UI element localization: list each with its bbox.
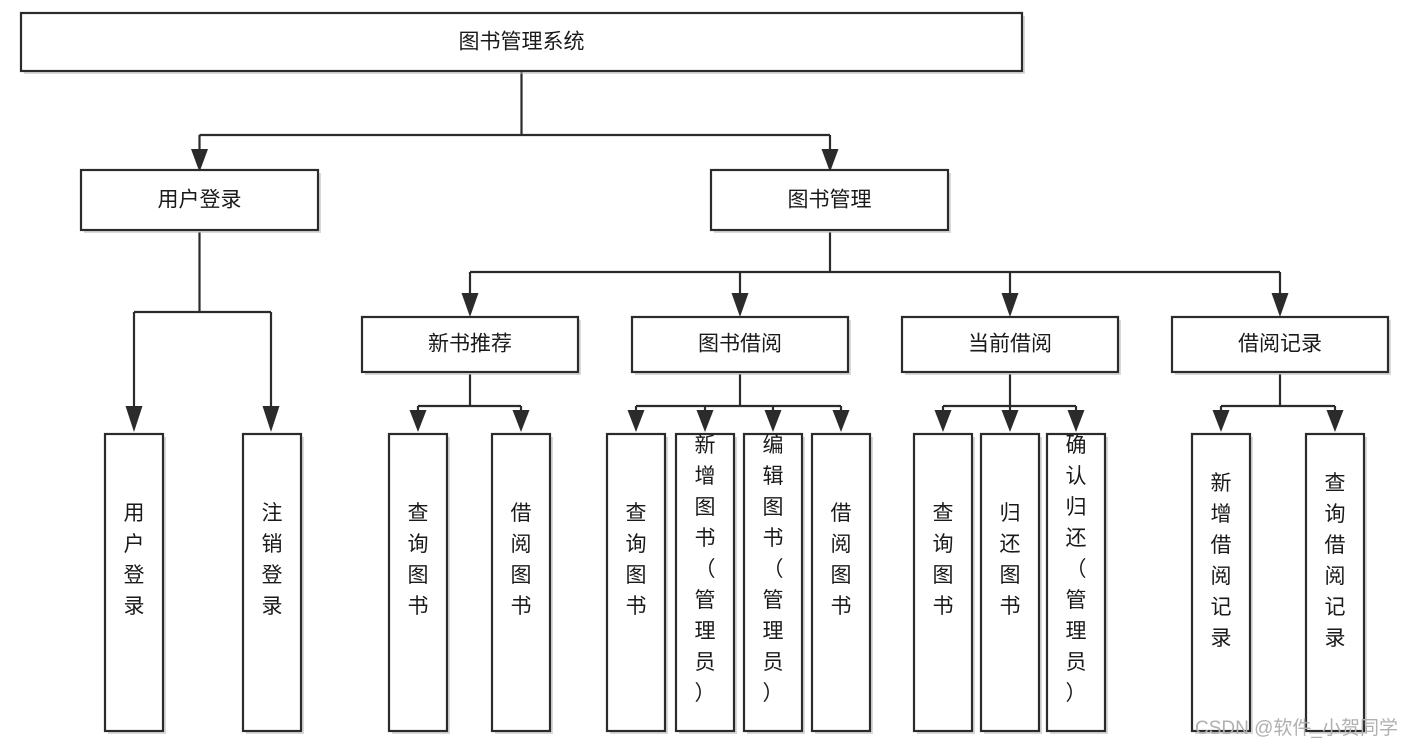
node-new-book-recommend[interactable]: 新书推荐 [360,315,581,375]
node-book-borrow[interactable]: 图书借阅 [630,315,851,375]
csdn-watermark: CSDN @软件_小贺同学 [1195,717,1398,739]
leaf-query-record[interactable]: 查询借阅记录 [1304,432,1367,734]
connector-group-current-borrow-to-leaves [934,374,1085,432]
arrowhead-current-borrow [1001,293,1019,317]
node-current-borrow-label: 当前借阅 [968,333,1052,356]
leaf-borrow-book-2[interactable]: 借阅图书 [810,432,873,734]
leaf-add-record[interactable]: 新增借阅记录 [1190,432,1253,734]
arrowhead-leaf-edit-book [764,410,782,432]
leaf-query-book-2-box[interactable] [605,432,667,733]
node-book-borrow-label: 图书借阅 [698,333,782,356]
node-book-management-label: 图书管理 [788,189,872,212]
arrowhead-leaf-logout-login [262,406,280,432]
connector-group-borrow-record-to-leaves [1212,374,1344,432]
arrowhead-user-login [191,149,208,172]
leaf-logout-login-box[interactable] [241,432,303,733]
leaf-query-record-box[interactable] [1304,432,1366,733]
leaf-user-login-label: 用户登录 [124,502,145,618]
leaf-query-record-label: 查询借阅记录 [1325,472,1346,650]
node-new-book-recommend-box[interactable] [360,315,580,374]
node-user-login[interactable]: 用户登录 [79,168,321,233]
arrowhead-leaf-confirm-return [1067,410,1085,432]
node-user-login-box[interactable] [79,168,320,232]
leaf-add-record-box[interactable] [1190,432,1252,733]
leaf-user-login[interactable]: 用户登录 [103,432,166,734]
arrowhead-leaf-add-record [1212,410,1230,432]
leaf-query-book-1-box[interactable] [387,432,449,733]
leaf-query-book-1[interactable]: 查询图书 [387,432,450,734]
leaf-query-book-2-label: 查询图书 [626,502,647,618]
leaf-add-book-label: 新增图书（管理员） [695,434,716,705]
leaf-add-book[interactable]: 新增图书（管理员） [674,432,737,734]
leaf-return-book-box[interactable] [979,432,1041,733]
connector-group-root-to-level2 [191,70,839,172]
arrowhead-borrow-record [1271,293,1289,317]
leaf-logout-login-label: 注销登录 [262,502,283,618]
arrowhead-leaf-query-book-2 [627,410,645,432]
leaf-add-book-box[interactable] [674,432,736,733]
leaf-confirm-return[interactable]: 确认归还（管理员） [1045,432,1108,734]
arrowhead-book-borrow [731,293,749,317]
arrowhead-leaf-add-book [696,410,714,432]
arrowhead-leaf-query-book-3 [934,410,952,432]
node-book-management[interactable]: 图书管理 [709,168,951,233]
leaf-query-book-3[interactable]: 查询图书 [912,432,975,734]
node-root-box[interactable] [19,11,1024,73]
node-borrow-record-label: 借阅记录 [1238,333,1322,356]
leaf-user-login-box[interactable] [103,432,165,733]
node-root-label: 图书管理系统 [459,31,585,54]
leaf-edit-book-label: 编辑图书（管理员） [763,434,784,705]
leaf-query-book-2[interactable]: 查询图书 [605,432,668,734]
leaf-query-book-1-label: 查询图书 [408,502,429,618]
leaf-query-book-3-box[interactable] [912,432,974,733]
connector-group-book-management-to-level3 [461,232,1289,317]
node-root[interactable]: 图书管理系统 [19,11,1025,74]
arrowhead-leaf-query-book-1 [409,410,427,432]
leaf-edit-book-box[interactable] [742,432,804,733]
node-current-borrow-box[interactable] [900,315,1120,374]
arrowhead-new-book-recommend [461,293,479,317]
node-book-management-box[interactable] [709,168,950,232]
arrowhead-leaf-return-book [1001,410,1019,432]
arrowhead-leaf-borrow-book-2 [832,410,850,432]
node-new-book-recommend-label: 新书推荐 [428,333,512,356]
leaf-borrow-book-1-label: 借阅图书 [511,502,532,618]
node-borrow-record[interactable]: 借阅记录 [1170,315,1391,375]
leaf-borrow-book-2-box[interactable] [810,432,872,733]
node-current-borrow[interactable]: 当前借阅 [900,315,1121,375]
leaf-borrow-book-1-box[interactable] [490,432,552,733]
arrowhead-leaf-user-login [125,406,143,432]
node-borrow-record-box[interactable] [1170,315,1390,374]
leaf-borrow-book-2-label: 借阅图书 [831,502,852,618]
leaf-confirm-return-label: 确认归还（管理员） [1066,434,1087,705]
leaf-edit-book[interactable]: 编辑图书（管理员） [742,432,805,734]
leaf-confirm-return-box[interactable] [1045,432,1107,733]
leaf-logout-login[interactable]: 注销登录 [241,432,304,734]
connector-group-new-book-to-leaves [409,374,530,432]
leaf-borrow-book-1[interactable]: 借阅图书 [490,432,553,734]
arrowhead-leaf-borrow-book-1 [512,410,530,432]
connector-group-book-borrow-to-leaves [627,374,850,432]
arrowhead-book-management [821,149,839,172]
leaf-add-record-label: 新增借阅记录 [1211,472,1232,650]
node-user-login-label: 用户登录 [158,189,242,212]
node-book-borrow-box[interactable] [630,315,850,374]
leaf-return-book-label: 归还图书 [1000,502,1021,618]
leaf-return-book[interactable]: 归还图书 [979,432,1042,734]
leaf-query-book-3-label: 查询图书 [933,502,954,618]
arrowhead-leaf-query-record [1326,410,1344,432]
connector-group-user-login-to-leaves [125,232,280,432]
